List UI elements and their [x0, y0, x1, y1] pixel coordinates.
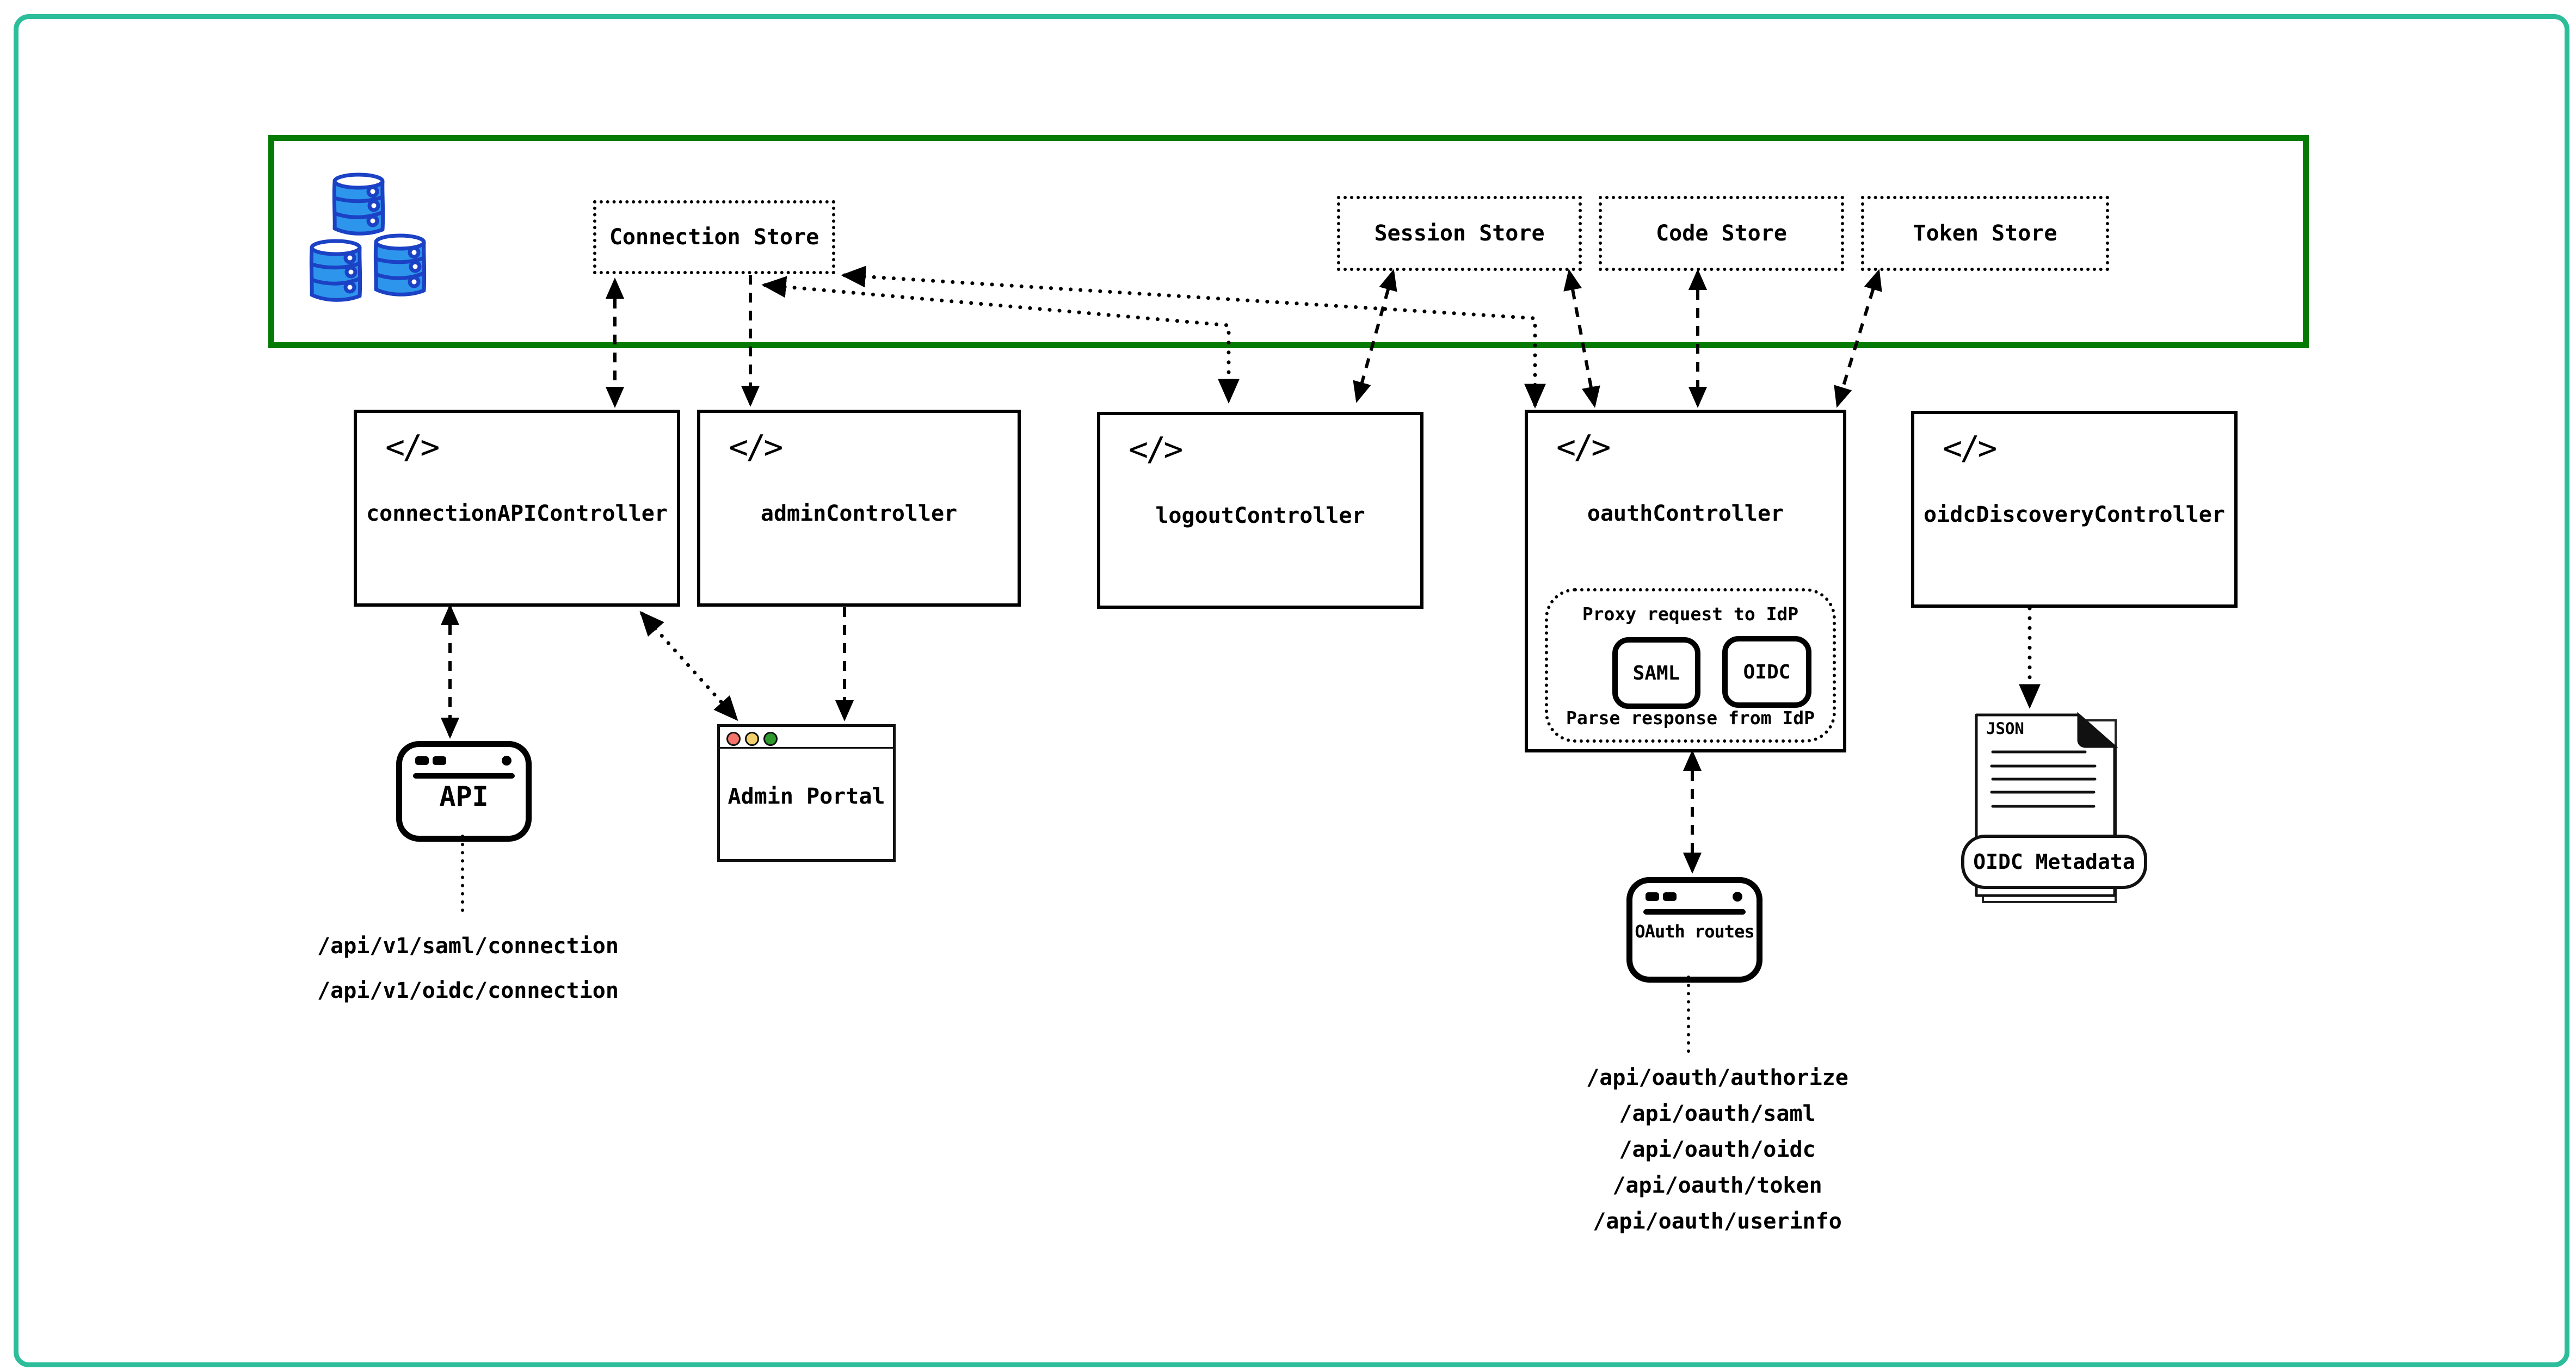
oidc-label: OIDC [1743, 661, 1791, 683]
api-routes-list: /api/v1/saml/connection /api/v1/oidc/con… [305, 924, 631, 1013]
route-path: /api/oauth/oidc [1619, 1137, 1816, 1162]
route-path: /api/oauth/token [1612, 1173, 1822, 1198]
close-window-icon [726, 732, 741, 746]
code-icon: </> [1556, 428, 1611, 466]
route-path: /api/v1/saml/connection [317, 934, 619, 959]
admin-controller-box: </> adminController [697, 410, 1021, 607]
window-toolbar-line [413, 773, 515, 779]
database-icon [309, 172, 427, 302]
admin-portal-titlebar [720, 727, 893, 749]
token-store-box: Token Store [1861, 196, 2109, 271]
code-store-label: Code Store [1656, 221, 1787, 246]
window-toolbar-line [1643, 909, 1746, 915]
oidc-protocol-box: OIDC [1722, 636, 1811, 708]
outer-frame-border [14, 14, 2569, 1367]
oauth-routes-list: /api/oauth/authorize /api/oauth/saml /ap… [1554, 1060, 1881, 1239]
window-dot-icon [1733, 892, 1742, 902]
code-icon: </> [1129, 430, 1183, 468]
window-dot-icon [1663, 892, 1677, 901]
saml-protocol-box: SAML [1612, 637, 1700, 709]
code-icon: </> [729, 428, 783, 466]
json-file-type-label: JSON [1986, 719, 2024, 738]
proxy-request-label: Proxy request to IdP [1582, 603, 1799, 625]
code-store-box: Code Store [1599, 196, 1844, 271]
route-path: /api/oauth/userinfo [1593, 1209, 1842, 1234]
session-store-box: Session Store [1337, 196, 1582, 271]
oidc-discovery-controller-label: oidcDiscoveryController [1924, 502, 2225, 527]
window-dot-icon [502, 756, 511, 766]
route-path: /api/oauth/saml [1619, 1101, 1816, 1126]
route-path: /api/v1/oidc/connection [317, 978, 619, 1003]
api-client-label: API [439, 781, 489, 812]
oauth-controller-box: </> oauthController Proxy request to IdP… [1525, 410, 1846, 752]
connection-api-controller-box: </> connectionAPIController [354, 410, 680, 607]
parse-response-label: Parse response from IdP [1566, 707, 1815, 729]
route-path: /api/oauth/authorize [1586, 1065, 1848, 1090]
saml-label: SAML [1632, 662, 1680, 684]
oidc-discovery-controller-box: </> oidcDiscoveryController [1911, 411, 2238, 608]
window-dot-icon [433, 756, 446, 765]
window-dot-icon [415, 756, 429, 765]
oauth-controller-label: oauthController [1587, 501, 1784, 526]
window-dot-icon [1646, 892, 1659, 901]
oidc-metadata-label: OIDC Metadata [1973, 850, 2135, 874]
admin-portal-window: Admin Portal [717, 724, 896, 862]
oidc-metadata-ribbon: OIDC Metadata [1961, 835, 2147, 889]
admin-portal-label: Admin Portal [728, 784, 885, 809]
code-icon: </> [1943, 429, 1997, 467]
logout-controller-label: logoutController [1155, 503, 1365, 528]
maximize-window-icon [763, 732, 778, 746]
oauth-routes-label: OAuth routes [1635, 921, 1754, 942]
api-client-window: API [396, 741, 532, 842]
connection-store-label: Connection Store [609, 225, 819, 250]
oauth-routes-window: OAuth routes [1626, 877, 1762, 983]
connection-store-box: Connection Store [593, 200, 835, 274]
admin-controller-label: adminController [760, 501, 958, 526]
token-store-label: Token Store [1913, 221, 2057, 246]
idp-proxy-box: Proxy request to IdP SAML OIDC Parse res… [1545, 588, 1836, 743]
logout-controller-box: </> logoutController [1097, 412, 1423, 609]
minimize-window-icon [745, 732, 759, 746]
code-icon: </> [385, 428, 440, 466]
session-store-label: Session Store [1374, 221, 1545, 246]
connection-api-controller-label: connectionAPIController [366, 501, 668, 526]
